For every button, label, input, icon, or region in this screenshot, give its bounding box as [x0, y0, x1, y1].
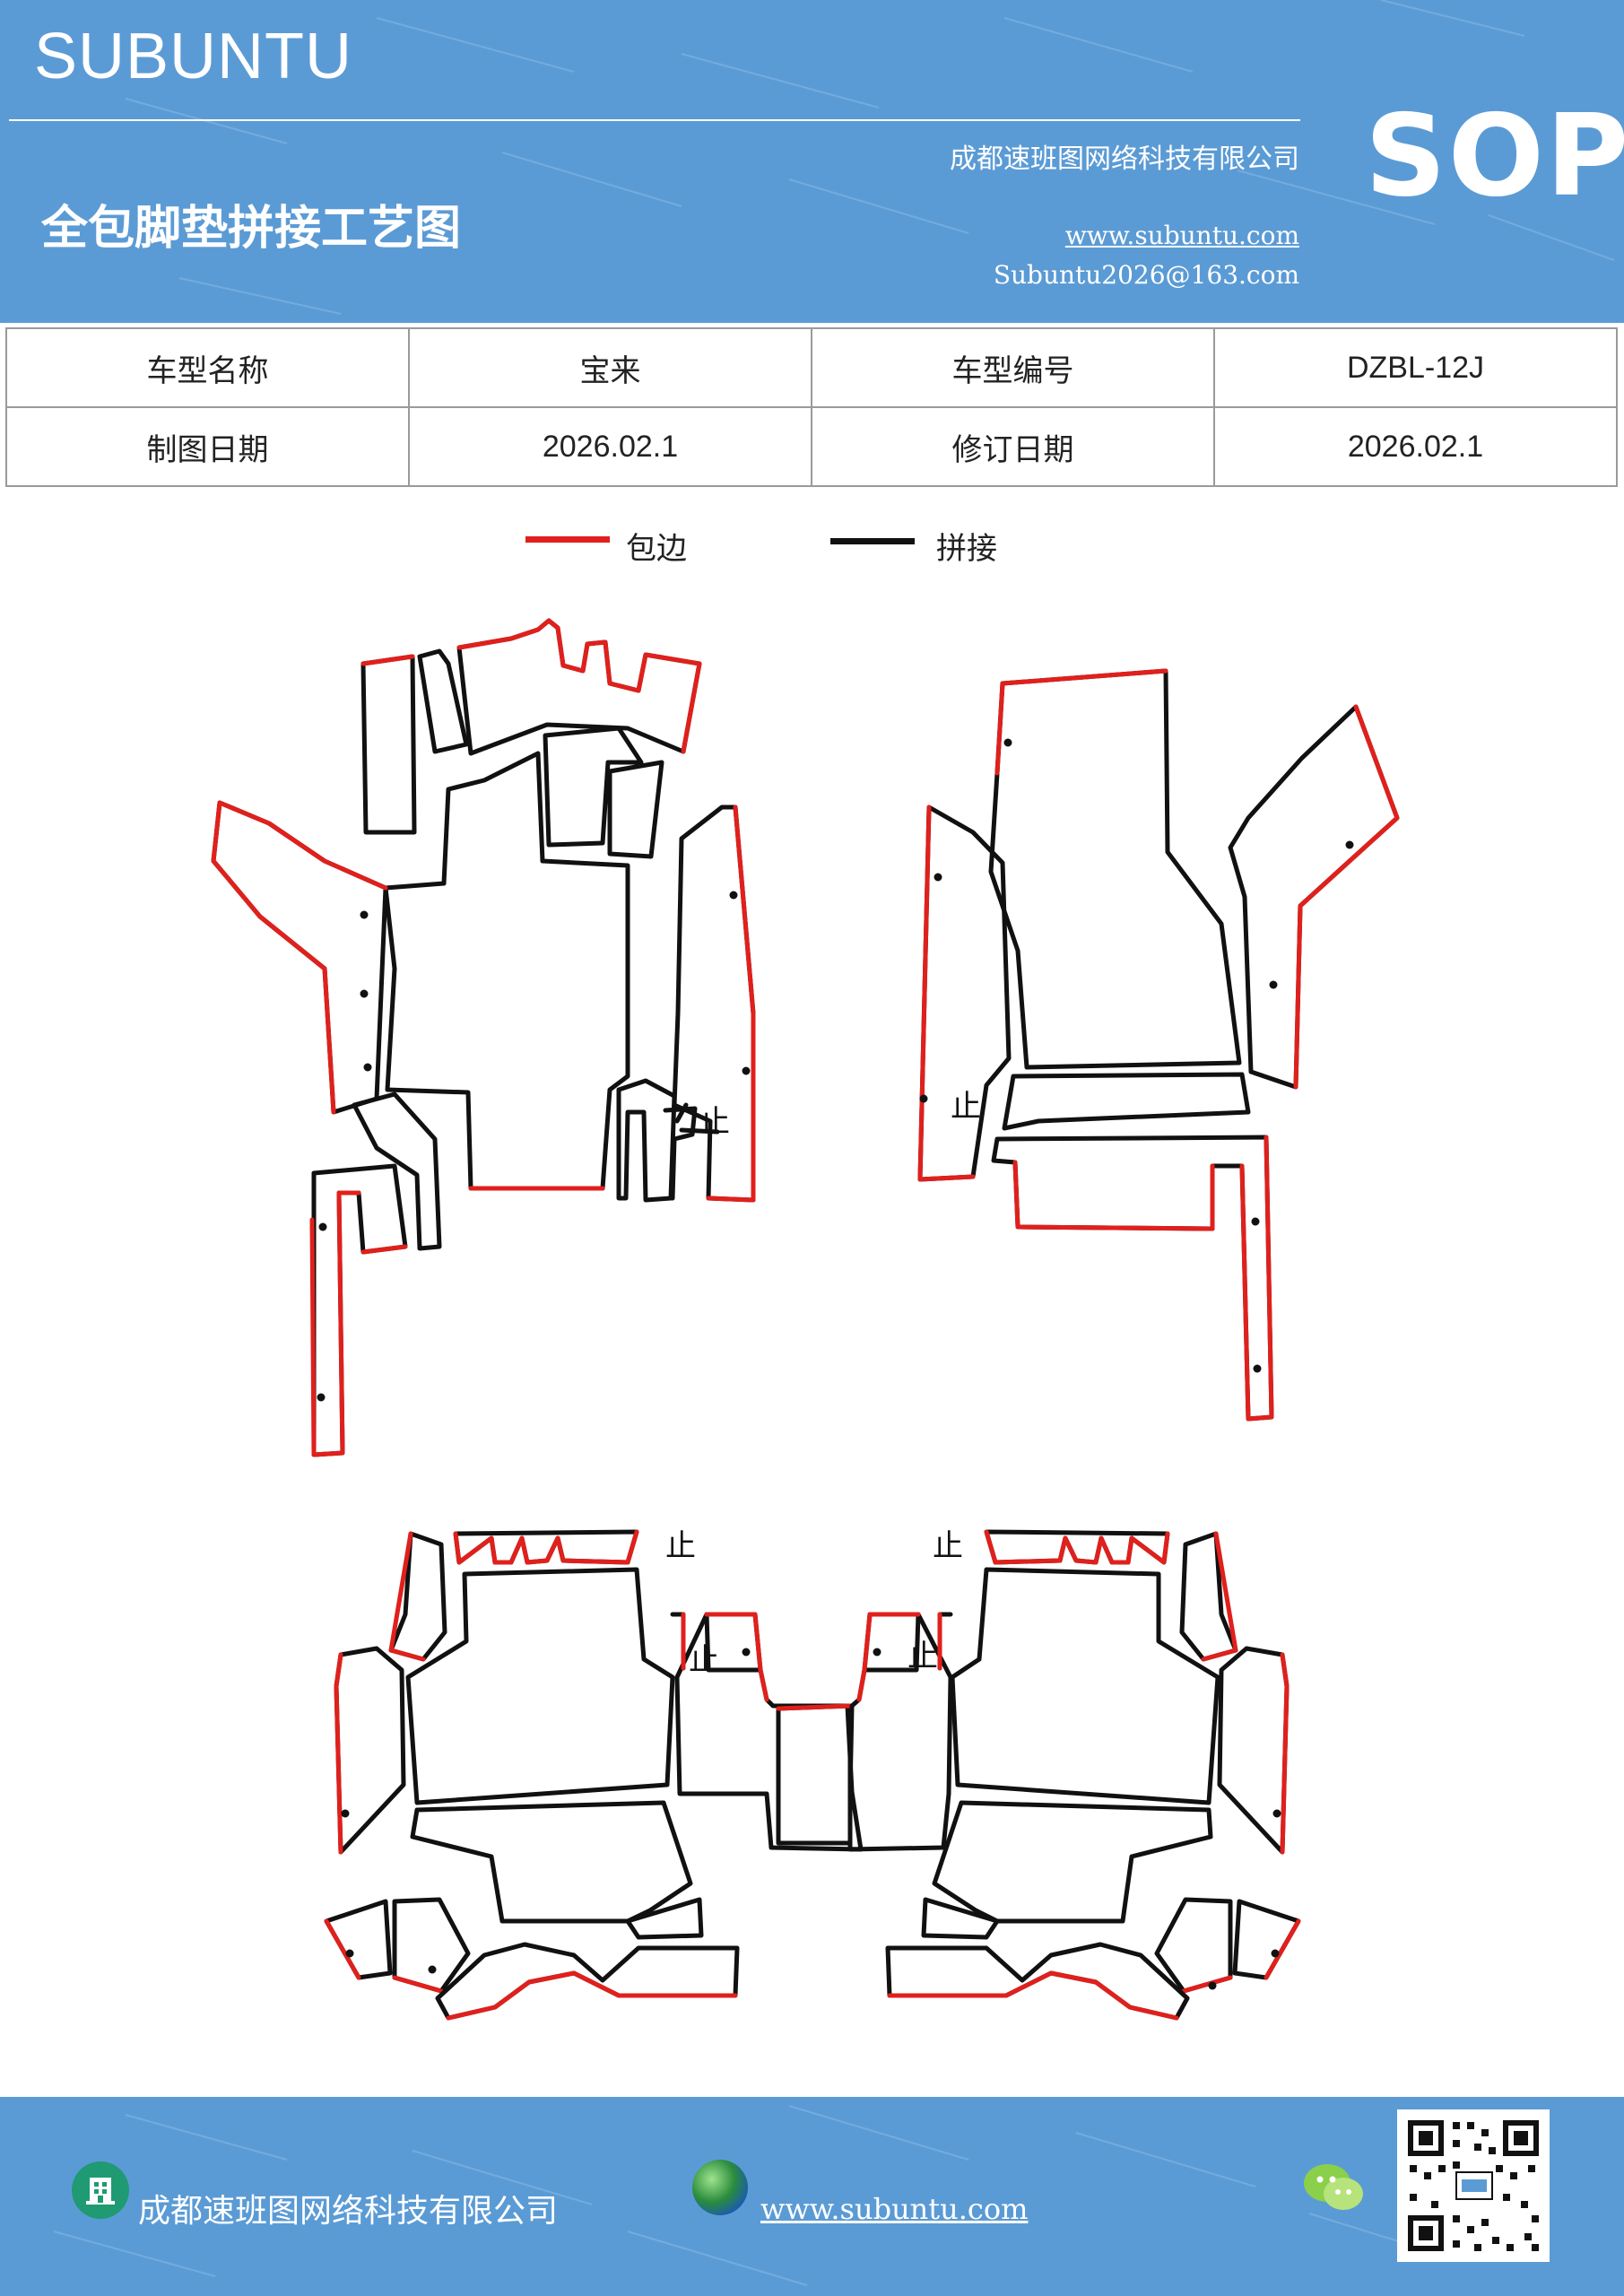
website-link[interactable]: www.subuntu.com: [1064, 221, 1299, 250]
legend-label-seam: 拼接: [936, 531, 997, 567]
revision-date-label: 修订日期: [811, 406, 1215, 487]
table-row: 制图日期 2026.02.1 修订日期 2026.02.1: [5, 406, 1618, 487]
header-banner: SUBUNTU 成都速班图网络科技有限公司 全包脚垫拼接工艺图 www.subu…: [0, 0, 1624, 323]
company-name: 成都速班图网络科技有限公司: [950, 144, 1299, 175]
model-name-label: 车型名称: [5, 327, 410, 408]
watermark-pattern: [125, 0, 1615, 315]
front-left-mat-group: 止: [211, 618, 756, 1457]
footer-website-link[interactable]: www.subuntu.com: [760, 2192, 1029, 2226]
stop-mark: 止: [699, 1104, 730, 1140]
table-row: 车型名称 宝来 车型编号 DZBL-12J: [5, 327, 1618, 408]
wechat-icon[interactable]: [1302, 2161, 1367, 2215]
sop-badge: SOP: [1365, 90, 1624, 222]
model-name-value: 宝来: [408, 327, 812, 408]
footer-company-name: 成都速班图网络科技有限公司: [138, 2193, 559, 2230]
revision-date-value: 2026.02.1: [1213, 406, 1618, 487]
stop-mark: 止: [665, 1528, 696, 1564]
stop-mark: 止: [951, 1089, 981, 1125]
drawing-date-value: 2026.02.1: [408, 406, 812, 487]
legend-swatch-edge: [525, 536, 610, 543]
legend-swatch-seam: [830, 538, 915, 544]
qr-code[interactable]: [1397, 2109, 1550, 2262]
front-right-mat-group: 止: [917, 668, 1400, 1422]
contact-email[interactable]: Subuntu2026@163.com: [993, 260, 1299, 290]
stop-mark: 止: [933, 1528, 963, 1564]
rear-left-mat-group: 止 止: [324, 1528, 864, 2021]
stop-mark: 止: [689, 1642, 719, 1678]
page-title: 全包脚垫拼接工艺图: [41, 201, 462, 256]
rear-right-mat-group: 止 止: [847, 1528, 1301, 2021]
drawing-date-label: 制图日期: [5, 406, 410, 487]
brand-name: SUBUNTU: [34, 21, 353, 92]
stop-mark: 止: [908, 1639, 938, 1674]
model-code-value: DZBL-12J: [1213, 327, 1618, 408]
legend-label-edge: 包边: [626, 531, 687, 567]
vehicle-info-table: 车型名称 宝来 车型编号 DZBL-12J 制图日期 2026.02.1 修订日…: [5, 327, 1618, 487]
header-divider: [9, 119, 1300, 121]
rear-center-mat-group: [776, 1703, 853, 1846]
model-code-label: 车型编号: [811, 327, 1215, 408]
building-icon: [72, 2161, 129, 2219]
globe-icon: [692, 2160, 748, 2215]
